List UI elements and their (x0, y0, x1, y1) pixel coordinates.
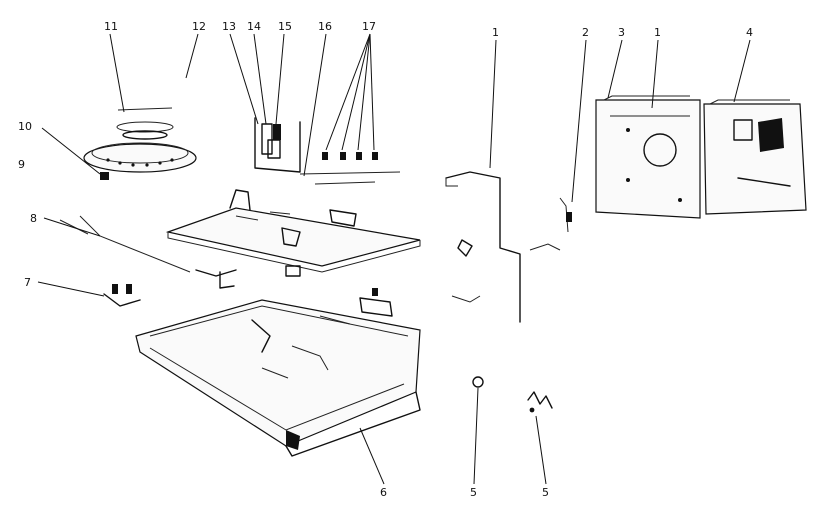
callout-4: 4 (746, 26, 753, 39)
part-top-plate (165, 189, 421, 277)
callout-9: 8 (30, 212, 37, 225)
callout-16: 15 (278, 20, 292, 33)
callout-13: 12 (192, 20, 206, 33)
callout-8: 7 (24, 276, 31, 289)
part-small-bracket (359, 288, 393, 317)
callout-12: 11 (104, 20, 118, 33)
part-rear-panel (595, 95, 701, 219)
part-clip (103, 284, 141, 307)
part-side-cover (703, 99, 807, 215)
part-dial-knob (116, 107, 174, 140)
callout-18: 17 (362, 20, 376, 33)
callout-10: 9 (18, 158, 25, 171)
callout-5: 5 (542, 486, 549, 499)
callout-11: 10 (18, 120, 32, 133)
leader-lines (37, 33, 751, 485)
callout-6: 5 (470, 486, 477, 499)
callout-3: 3 (618, 26, 625, 39)
part-washer (472, 376, 484, 388)
callout-1: 1 (492, 26, 499, 39)
part-screws (299, 152, 401, 185)
part-dial-ring (83, 142, 197, 180)
callout-14: 13 (222, 20, 236, 33)
callout-2: 2 (582, 26, 589, 39)
part-chassis-frame (445, 171, 572, 323)
part-spring-clip (527, 391, 553, 413)
callout-15: 14 (247, 20, 261, 33)
part-base-housing (135, 299, 421, 457)
callout-labels: 11 12 13 14 15 16 17 1 2 3 1 4 10 9 8 7 … (18, 20, 753, 499)
part-switch-bracket (254, 117, 301, 173)
callout-17: 16 (318, 20, 332, 33)
callout-7: 6 (380, 486, 387, 499)
callout-1-rear: 1 (654, 26, 661, 39)
